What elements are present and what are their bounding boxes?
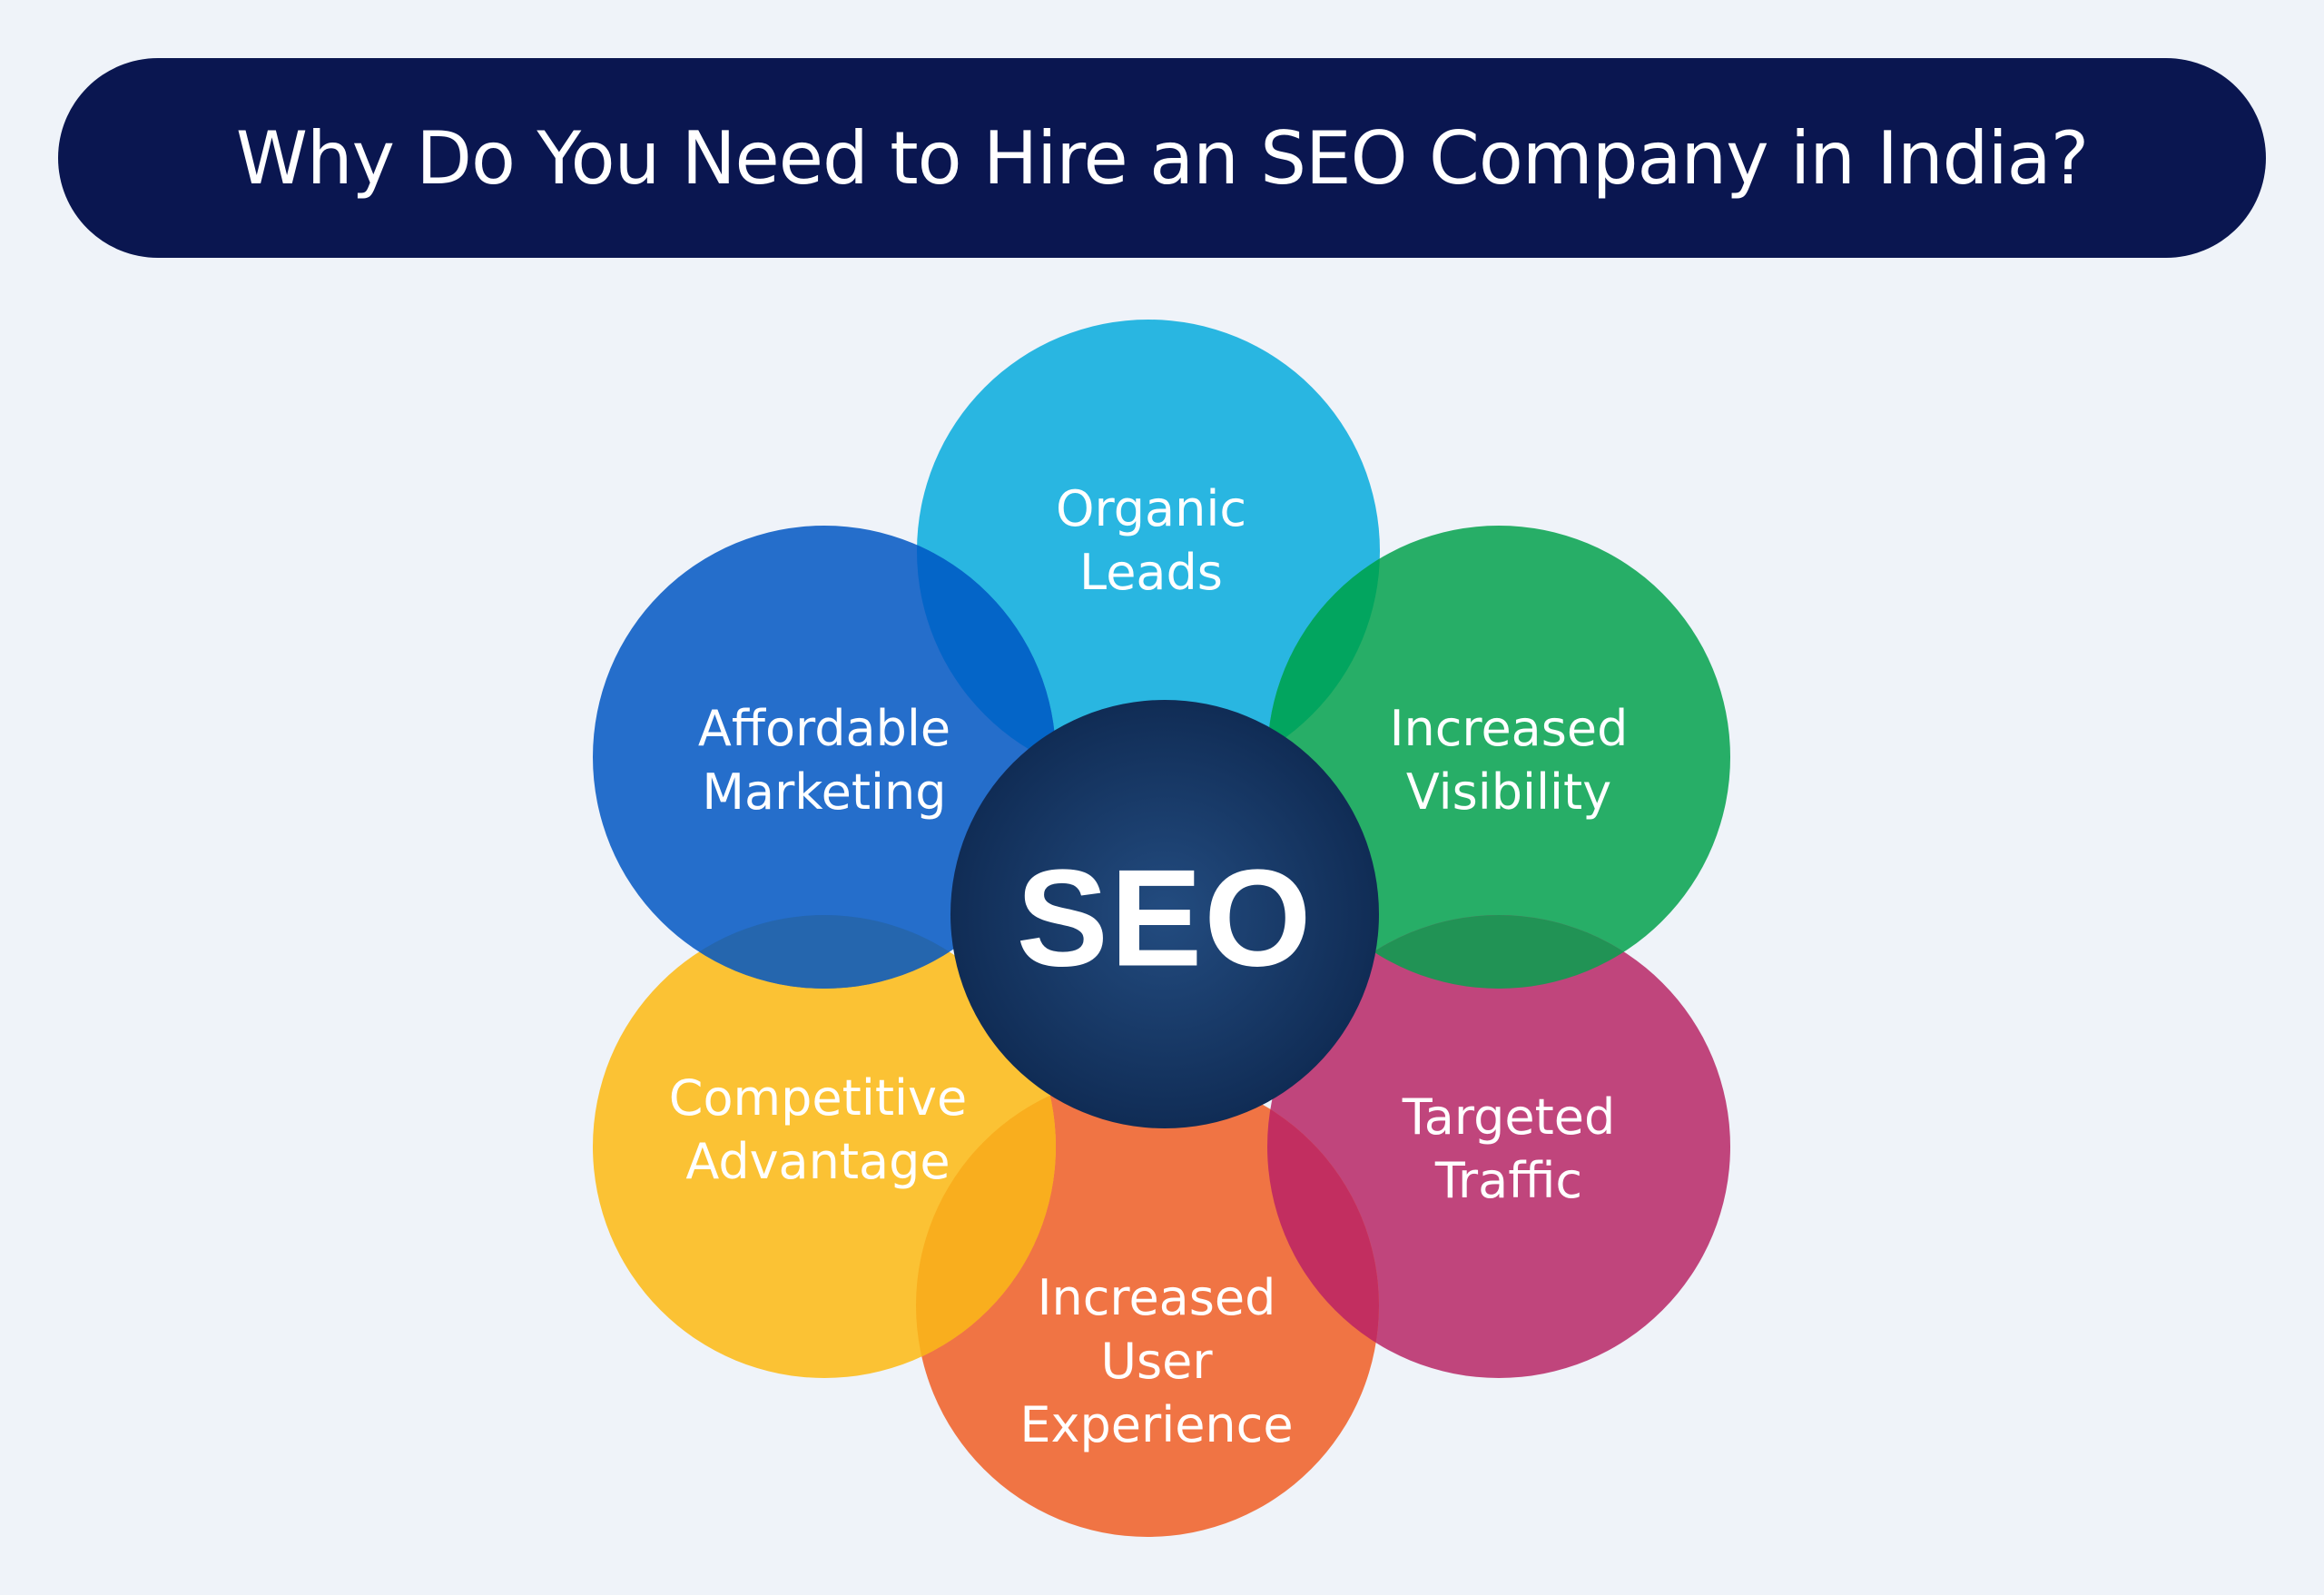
label-line: Affordable [698, 697, 950, 761]
label-line: Competitive [669, 1067, 967, 1130]
label-line: Targeted [1403, 1086, 1616, 1149]
label-line: Traffic [1403, 1149, 1616, 1213]
label-line: Organic [1056, 478, 1246, 541]
label-line: User [1019, 1330, 1293, 1393]
label-increased-user-experience: Increased User Experience [1019, 1266, 1293, 1457]
label-line: Experience [1019, 1393, 1293, 1457]
label-line: Leads [1056, 541, 1246, 605]
label-affordable-marketing: Affordable Marketing [698, 697, 950, 824]
label-line: Advantage [669, 1130, 967, 1194]
label-organic-leads: Organic Leads [1056, 478, 1246, 605]
label-line: Increased [1019, 1266, 1293, 1330]
label-line: Increased [1390, 697, 1629, 761]
label-line: Visibility [1390, 761, 1629, 824]
label-competitive-advantage: Competitive Advantage [669, 1067, 967, 1194]
label-increased-visibility: Increased Visibility [1390, 697, 1629, 824]
label-targeted-traffic: Targeted Traffic [1403, 1086, 1616, 1213]
seo-center-label: SEO [1017, 840, 1314, 999]
label-line: Marketing [698, 761, 950, 824]
